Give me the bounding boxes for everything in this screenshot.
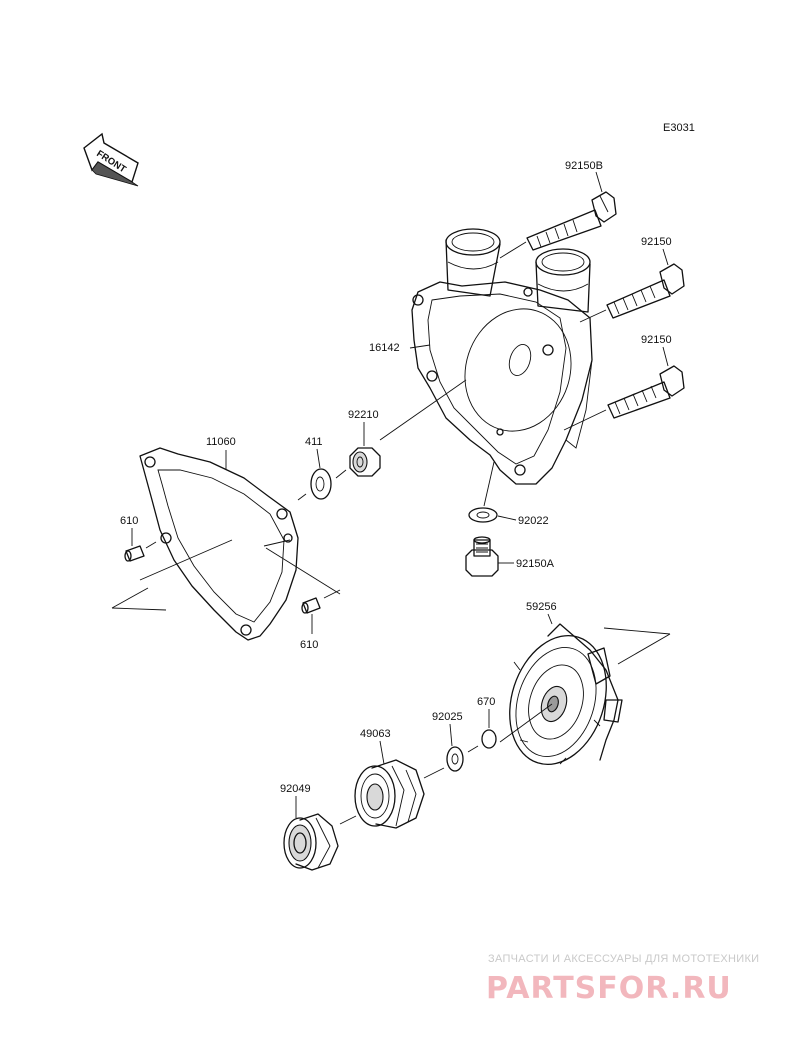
pump-body-59256 [509, 623, 623, 766]
label-411: 411 [305, 436, 323, 448]
bolt-92150b [526, 191, 617, 251]
label-11060: 11060 [206, 436, 236, 448]
label-610-left: 610 [120, 515, 138, 527]
label-610-right: 610 [300, 639, 318, 651]
bolt-92150-upper [606, 263, 685, 319]
washer-411 [310, 468, 332, 500]
gasket-11060 [139, 447, 299, 641]
label-92150a: 92150A [516, 558, 555, 570]
label-59256: 59256 [526, 601, 557, 613]
bolt-92150-lower [607, 365, 685, 419]
label-92150-upper: 92150 [641, 236, 672, 248]
nut-92210 [349, 447, 381, 477]
diagram-code: E3031 [663, 122, 695, 134]
front-arrow-icon: FRONT [83, 132, 139, 187]
washer-92022 [468, 507, 498, 523]
label-92049: 92049 [280, 783, 311, 795]
label-92022: 92022 [518, 515, 549, 527]
label-670: 670 [477, 696, 495, 708]
dowel-pin-610-left [124, 545, 145, 562]
watermark-subtitle: ЗАПЧАСТИ И АКСЕССУАРЫ ДЛЯ МОТОТЕХНИКИ [488, 953, 759, 965]
o-ring-670 [481, 729, 497, 749]
drain-bolt-92150a [465, 536, 499, 577]
label-49063: 49063 [360, 728, 391, 740]
watermark-logo: ЗАПЧАСТИ И АКСЕССУАРЫ ДЛЯ МОТОТЕХНИКИ PA… [486, 953, 759, 1006]
pump-cover-16142 [411, 228, 593, 485]
dowel-pin-610-right [301, 597, 321, 614]
label-92025: 92025 [432, 711, 463, 723]
label-16142: 16142 [369, 342, 400, 354]
label-92210: 92210 [348, 409, 379, 421]
label-92150b: 92150B [565, 160, 603, 172]
washer-92025 [446, 746, 464, 772]
label-92150-lower: 92150 [641, 334, 672, 346]
mechanical-seal-49063 [354, 759, 425, 829]
watermark-brand: PARTSFOR.RU [486, 971, 732, 1006]
oil-seal-92049 [283, 813, 339, 871]
